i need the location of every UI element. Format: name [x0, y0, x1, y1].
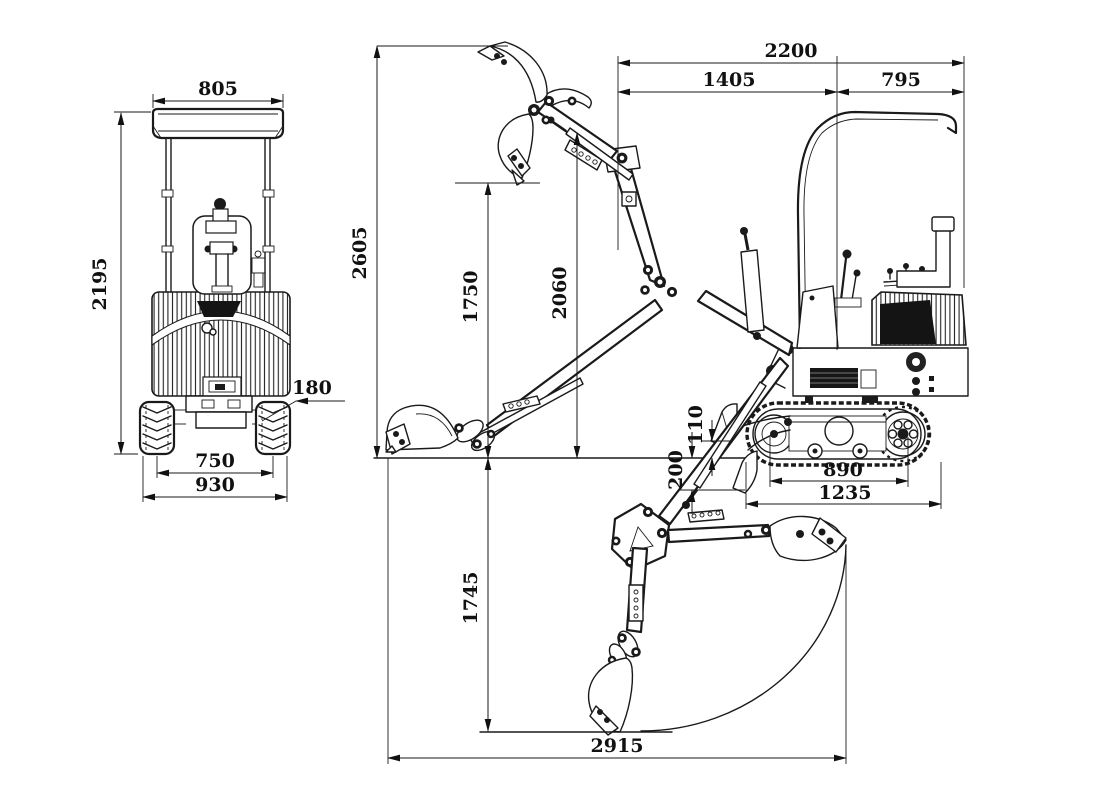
side-console	[796, 249, 862, 349]
dig-envelope-arc	[640, 544, 847, 732]
dim-max-bucket-height: 2605	[349, 45, 508, 459]
dim-label-overall-length: 2200	[765, 40, 818, 62]
dim-label-max-pin-height: 2060	[549, 267, 571, 320]
dim-dumping-height: 1750	[455, 182, 540, 459]
side-view: 2200 1405 795 2605 1750 2060 1745 110 20…	[349, 40, 969, 764]
bucket-link-horn	[544, 88, 592, 109]
front-center-frame	[174, 395, 256, 429]
dim-canopy-width: 805	[152, 78, 284, 108]
dim-ground-clearance: 180	[261, 377, 345, 422]
front-right-track	[254, 400, 292, 456]
arm-max-reach	[666, 509, 847, 561]
front-view-machine	[138, 107, 292, 456]
dim-label-max-bucket-height: 2605	[349, 227, 371, 280]
front-canopy-roof	[151, 107, 285, 140]
dim-max-digging-depth: 1745	[460, 457, 492, 732]
dim-track-length: 1235	[745, 462, 942, 509]
dim-label-overall-width: 930	[195, 474, 235, 496]
front-control-lever	[204, 198, 238, 293]
dim-track-gauge: 750	[156, 450, 274, 478]
boom-cylinder	[740, 249, 765, 333]
dim-front-length: 1405	[617, 69, 838, 96]
dim-label-rear-length: 795	[881, 69, 921, 91]
dim-label-track-length: 1235	[819, 482, 872, 504]
bucket-curl-position	[497, 113, 534, 186]
dim-label-dumping-height: 1750	[460, 271, 482, 324]
dim-label-tumbler-distance: 890	[823, 459, 863, 481]
dim-rear-length: 795	[836, 69, 965, 96]
front-engine-body	[151, 291, 291, 397]
front-view: 805 2195 180 750 930	[89, 78, 345, 502]
bucket-ground-position	[385, 404, 459, 455]
dim-label-canopy-width: 805	[198, 78, 238, 100]
side-exhaust-pipe	[896, 216, 955, 288]
dim-overall-width: 930	[142, 456, 288, 502]
dim-label-ground-clearance: 180	[292, 377, 332, 399]
bucket-dump-position	[477, 41, 548, 103]
dim-tumbler-distance: 890	[769, 437, 909, 487]
dim-label-blade-raise-height: 110	[685, 405, 707, 445]
side-body-base	[792, 347, 969, 403]
side-view-machine	[373, 41, 969, 736]
stick-cylinder	[565, 127, 634, 181]
bucket-max-reach-position	[769, 515, 847, 561]
dim-max-pin-height: 2060	[549, 132, 581, 459]
dim-label-blade-dig-depth: 200	[665, 450, 687, 490]
dim-label-max-digging-depth: 1745	[460, 572, 482, 625]
dim-label-front-length: 1405	[703, 69, 756, 91]
dim-label-overall-height: 2195	[89, 258, 111, 311]
dim-label-max-digging-reach: 2915	[591, 735, 644, 757]
front-left-track	[138, 400, 176, 456]
bucket-max-depth-position	[587, 657, 634, 736]
arm-max-depth	[587, 546, 649, 736]
front-canopy-posts	[161, 137, 275, 293]
arm-ground-reach	[385, 298, 664, 455]
side-canopy	[796, 110, 958, 350]
blade-lowered	[732, 450, 758, 494]
dim-blade-raise-height: 110	[685, 405, 730, 476]
dim-label-track-gauge: 750	[195, 450, 235, 472]
front-hand-pump	[251, 250, 266, 288]
dozer-blade	[710, 403, 792, 494]
dim-blade-dig-depth: 200	[665, 432, 745, 514]
dim-max-digging-reach: 2915	[387, 458, 847, 764]
side-track	[745, 401, 932, 467]
dim-overall-height: 2195	[89, 111, 151, 455]
